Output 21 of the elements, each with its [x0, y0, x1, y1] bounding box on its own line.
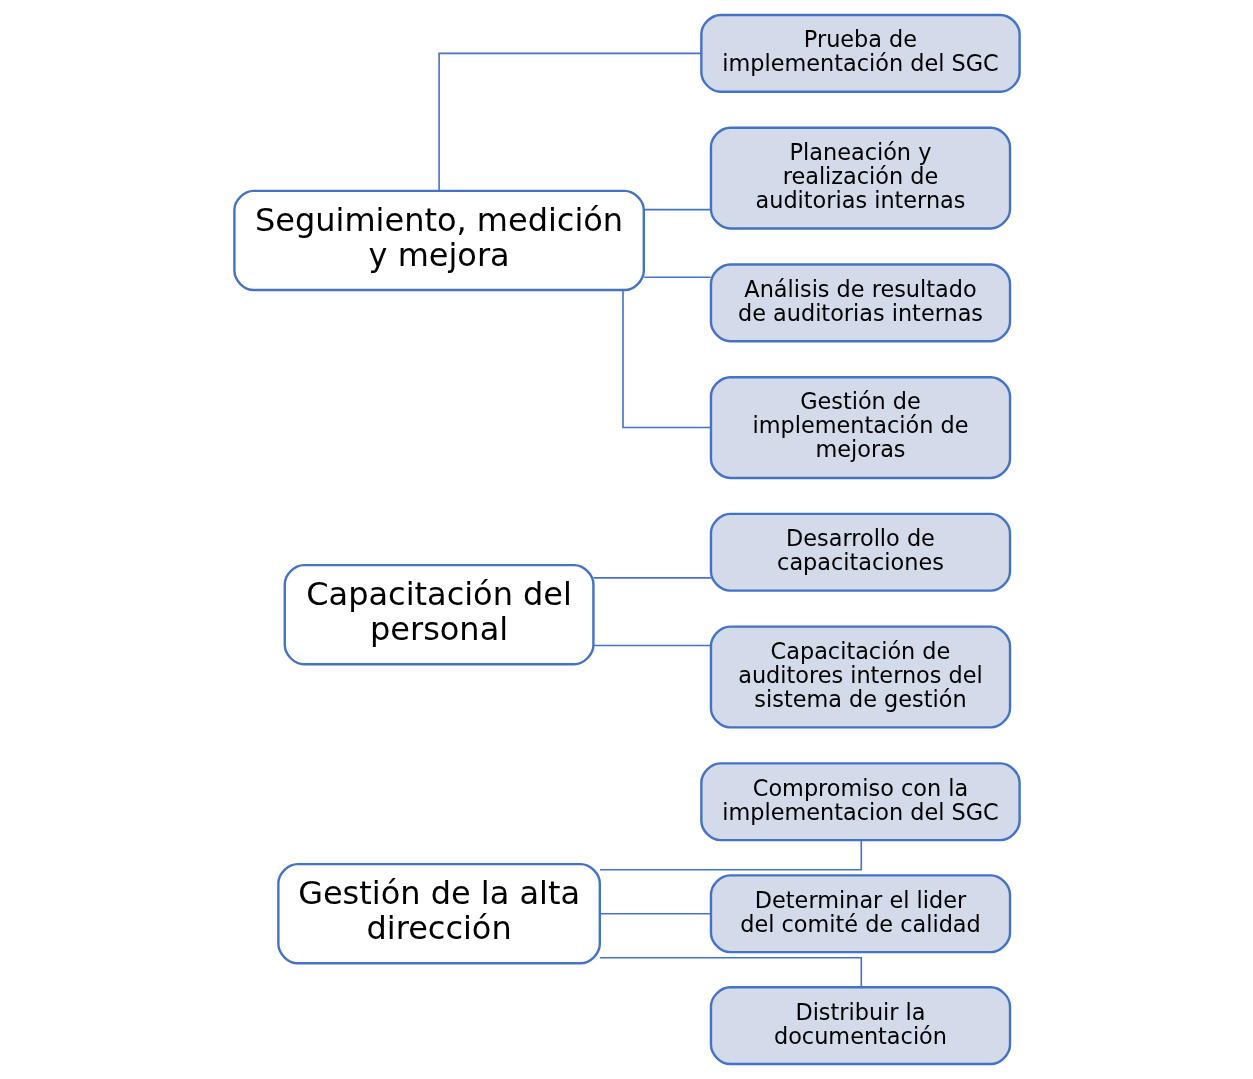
connector	[437, 52, 702, 192]
node-box: Desarrollo de capacitaciones	[709, 512, 1011, 592]
connector	[598, 956, 862, 988]
node-box: Planeación y realización de auditorias internas	[709, 126, 1011, 230]
connector	[621, 289, 712, 429]
connector	[592, 577, 712, 579]
node-box: Capacitación de auditores internos del sistema de gestión	[709, 625, 1011, 729]
connector	[598, 912, 711, 915]
node-box: Compromiso con la implementacion del SGC	[699, 762, 1021, 842]
node-box: Prueba de implementación del SGC	[699, 13, 1021, 93]
connector	[642, 276, 711, 279]
node-box: Capacitación del personal	[283, 563, 595, 666]
connector	[598, 839, 862, 871]
connector	[642, 208, 711, 211]
node-box: Gestión de la alta dirección	[276, 862, 601, 965]
node-box: Gestión de implementación de mejoras	[709, 376, 1011, 480]
node-box: Seguimiento, medición y mejora	[232, 189, 645, 292]
node-box: Análisis de resultado de auditorias internas	[709, 263, 1011, 343]
connector	[592, 644, 712, 647]
node-box: Determinar el lider del comité de calidad	[709, 874, 1011, 954]
node-box: Distribuir la documentación	[709, 986, 1011, 1066]
